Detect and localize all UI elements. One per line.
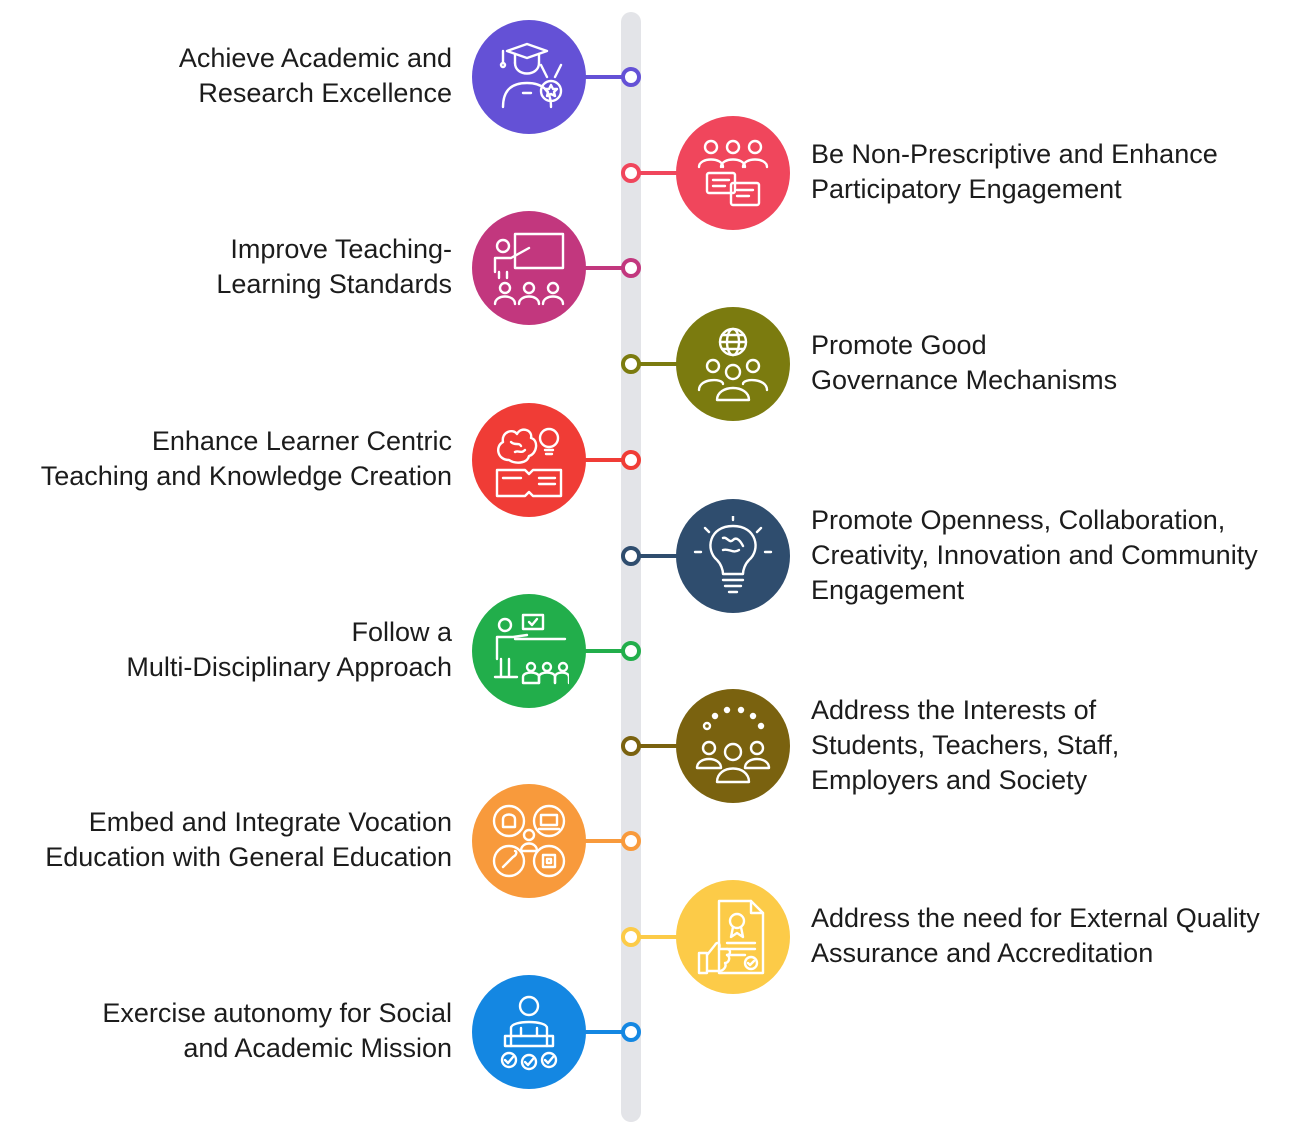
item-label-line: Promote Openness, Collaboration, [811,504,1226,535]
item-label-line: Address the Interests of [811,694,1097,725]
connector-line [579,649,631,653]
item-label-line: Research Excellence [198,78,452,108]
item-label-line: Participatory Engagement [811,174,1122,204]
timeline-node [621,450,641,470]
item-label-line: Address the need for External Quality [811,903,1260,933]
timeline-node [621,1022,641,1042]
item-label-line: Enhance Learner Centric [151,426,452,456]
item-label: Follow a Multi-Disciplinary Approach [126,615,452,685]
item-label-line: Creativity, Innovation and Community [811,539,1258,570]
teacher-board-icon [493,232,565,306]
connector-line [631,935,683,939]
item-label-line: Learning Standards [216,269,452,299]
brain-book-icon [495,427,563,498]
connector-line [579,839,631,843]
icon-circle [676,116,790,230]
item-label-line: Improve Teaching- [230,234,452,264]
item-label-line: Exercise autonomy for Social [102,998,452,1028]
item-label: Address the Interests of Students, Teache… [811,693,1119,798]
item-label-line: Employers and Society [811,764,1088,795]
timeline-node [621,927,641,947]
timeline-node [621,354,641,374]
icon-circle [676,880,790,994]
item-label-line: Achieve Academic and [178,43,452,73]
item-label-line: Follow a [351,617,452,647]
item-label: Improve Teaching- Learning Standards [216,232,452,302]
timeline-node [621,641,641,661]
global-community-icon [697,327,769,402]
connector-line [579,1030,631,1034]
icon-circle [472,784,586,898]
brain-bulb-icon [693,516,773,594]
icon-circle [472,975,586,1089]
connector-line [631,171,683,175]
item-label-line: Multi-Disciplinary Approach [126,652,452,682]
item-label-line: Teaching and Knowledge Creation [40,461,452,491]
icon-circle [676,307,790,421]
connector-line [579,458,631,462]
item-label-line: Assurance and Accreditation [811,938,1154,968]
presenter-audience-icon [493,613,569,685]
item-label: Exercise autonomy for Social and Academic… [102,996,452,1066]
item-label-line: Engagement [811,574,965,605]
item-label-line: Education with General Education [45,842,452,872]
timeline-node [621,546,641,566]
icon-circle [472,20,586,134]
icon-circle [676,689,790,803]
timeline-node [621,163,641,183]
timeline-node [621,736,641,756]
connector-line [631,744,683,748]
graduate-medal-icon [499,42,563,109]
icon-circle [472,594,586,708]
item-label: Promote Openness, Collaboration, Creativi… [811,503,1258,608]
item-label-line: Students, Teachers, Staff, [811,729,1120,760]
certificate-approval-icon [697,899,765,975]
icon-circle [472,403,586,517]
icon-circle [676,499,790,613]
item-label-line: and Academic Mission [183,1033,452,1063]
connector-line [631,554,683,558]
item-label-line: Be Non-Prescriptive and Enhance [811,139,1218,169]
icon-circle [472,211,586,325]
item-label-line: Promote Good [811,330,987,360]
group-discussion-icon [697,139,769,207]
timeline-node [621,258,641,278]
vocational-skills-icon [492,804,566,878]
connector-line [579,75,631,79]
timeline-node [621,67,641,87]
timeline-node [621,831,641,851]
item-label-line: Embed and Integrate Vocation [88,807,452,837]
connector-line [579,266,631,270]
item-label-line: Governance Mechanisms [811,365,1118,395]
stakeholders-icon [695,706,771,784]
connector-line [631,362,683,366]
autonomy-person-icon [500,995,558,1071]
